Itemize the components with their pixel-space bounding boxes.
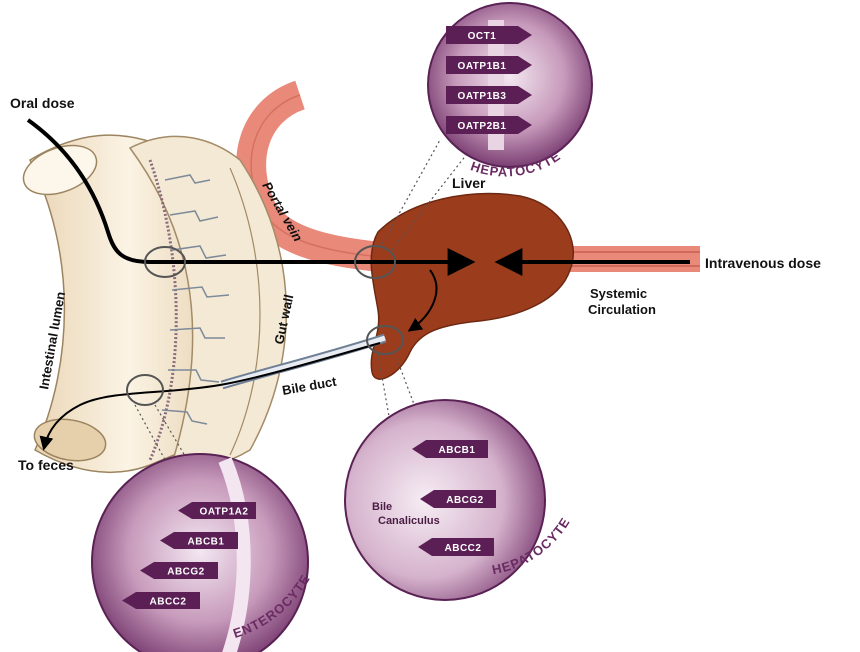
liver	[371, 194, 573, 379]
oral-dose-label: Oral dose	[10, 95, 75, 111]
enterocyte-transporter-label-0: OATP1A2	[200, 507, 249, 518]
enterocyte-transporter-1: ABCB1	[160, 532, 238, 549]
bile-canaliculus-label-2: Canaliculus	[378, 515, 440, 527]
hepatocyte-uptake-transporter-3: OATP2B1	[446, 116, 532, 134]
hepatocyte-uptake-transporter-2: OATP1B3	[446, 86, 532, 104]
systemic-circulation-label-2: Circulation	[588, 302, 656, 317]
hepatocyte-uptake-transporter-label-3: OATP2B1	[458, 121, 507, 132]
intravenous-dose-label: Intravenous dose	[705, 255, 821, 271]
enterocyte-transporter-label-3: ABCC2	[150, 597, 187, 608]
hepatocyte-efflux-transporter-0: ABCB1	[412, 440, 488, 458]
bile-canaliculus-label: Bile	[372, 501, 392, 513]
hepatocyte-uptake-transporter-label-0: OCT1	[468, 31, 497, 42]
enterocyte-transporter-3: ABCC2	[122, 592, 200, 609]
hepatocyte-uptake-transporter-label-1: OATP1B1	[458, 61, 507, 72]
hepatocyte-uptake-transporter-0: OCT1	[446, 26, 532, 44]
enterocyte-transporter-0: OATP1A2	[178, 502, 256, 519]
hepatocyte-efflux-transporter-1: ABCG2	[420, 490, 496, 508]
hepatocyte-efflux-transporter-label-1: ABCG2	[446, 495, 484, 506]
hepatocyte-efflux-transporter-label-2: ABCC2	[445, 543, 482, 554]
liver-label: Liver	[452, 175, 486, 191]
hepatocyte-uptake-transporter-label-2: OATP1B3	[458, 91, 507, 102]
hepatocyte-efflux-transporter-2: ABCC2	[418, 538, 494, 556]
to-feces-label: To feces	[18, 457, 74, 473]
enterocyte-transporter-label-1: ABCB1	[188, 537, 225, 548]
bile-duct-label: Bile duct	[281, 374, 338, 398]
systemic-circulation-label: Systemic	[590, 286, 647, 301]
hepatocyte-uptake-transporter-1: OATP1B1	[446, 56, 532, 74]
enterocyte-transporter-label-2: ABCG2	[167, 567, 205, 578]
enterocyte-transporter-2: ABCG2	[140, 562, 218, 579]
hepatocyte-efflux-transporter-label-0: ABCB1	[439, 445, 476, 456]
